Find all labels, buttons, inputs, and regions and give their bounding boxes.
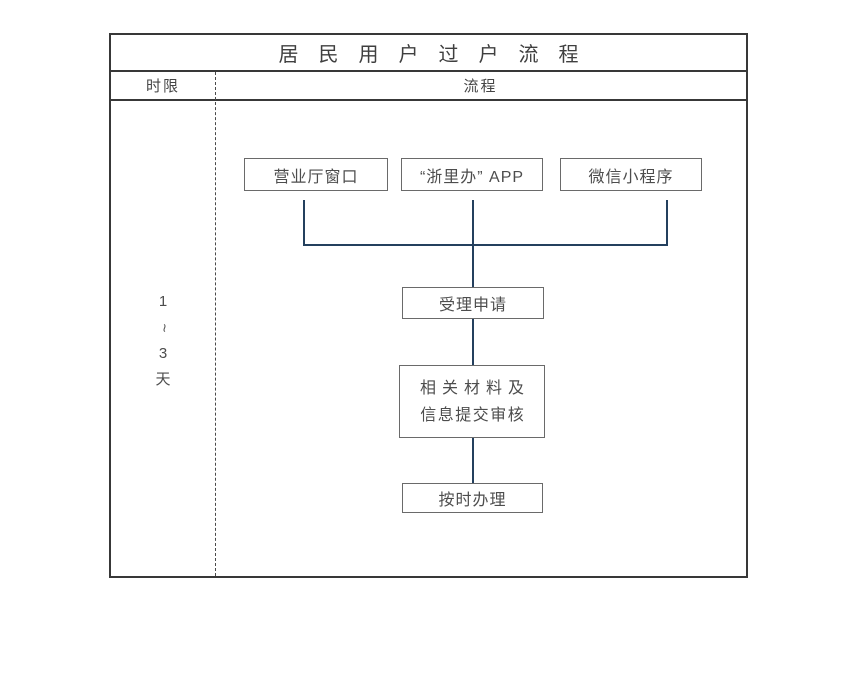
time-limit-line-1: 1 (158, 293, 168, 310)
page-title: 居民用户过户流程 (111, 35, 746, 72)
tilde-glyph: ~ (154, 323, 172, 333)
time-limit-value: 1 ~ 3 天 (111, 289, 215, 393)
connector-merge-horizontal (303, 244, 668, 246)
connector-right-vertical (666, 200, 668, 246)
node-process-on-time: 按时办理 (402, 483, 543, 513)
connector-left-vertical (303, 200, 305, 246)
connector-step1-to-step2 (472, 319, 474, 365)
node-submit-materials-review: 相关材料及 信息提交审核 (399, 365, 545, 438)
header-row: 时限 流程 (111, 72, 746, 101)
submit-materials-line-2: 信息提交审核 (420, 406, 526, 424)
flowchart-frame: 居民用户过户流程 时限 流程 1 ~ 3 天 营业厅窗口 “浙里办” APP 微… (109, 33, 748, 578)
time-limit-column-header: 时限 (145, 78, 180, 95)
time-limit-line-2: ~ (111, 315, 215, 341)
node-zheliban-app: “浙里办” APP (401, 158, 543, 191)
node-accept-application: 受理申请 (402, 287, 544, 319)
node-wechat-mini-program: 微信小程序 (560, 158, 702, 191)
time-limit-line-3: 3 (158, 345, 168, 362)
connector-step2-to-step3 (472, 438, 474, 483)
connector-center-vertical (472, 200, 474, 287)
submit-materials-line-1: 相关材料及 (419, 379, 530, 397)
time-limit-line-4: 天 (155, 371, 171, 388)
node-business-hall-window: 营业厅窗口 (244, 158, 388, 191)
flowchart-body: 1 ~ 3 天 营业厅窗口 “浙里办” APP 微信小程序 受理申请 相关材料及… (111, 101, 746, 576)
process-column-header: 流程 (463, 78, 498, 95)
column-divider-dashed-line (215, 72, 216, 576)
